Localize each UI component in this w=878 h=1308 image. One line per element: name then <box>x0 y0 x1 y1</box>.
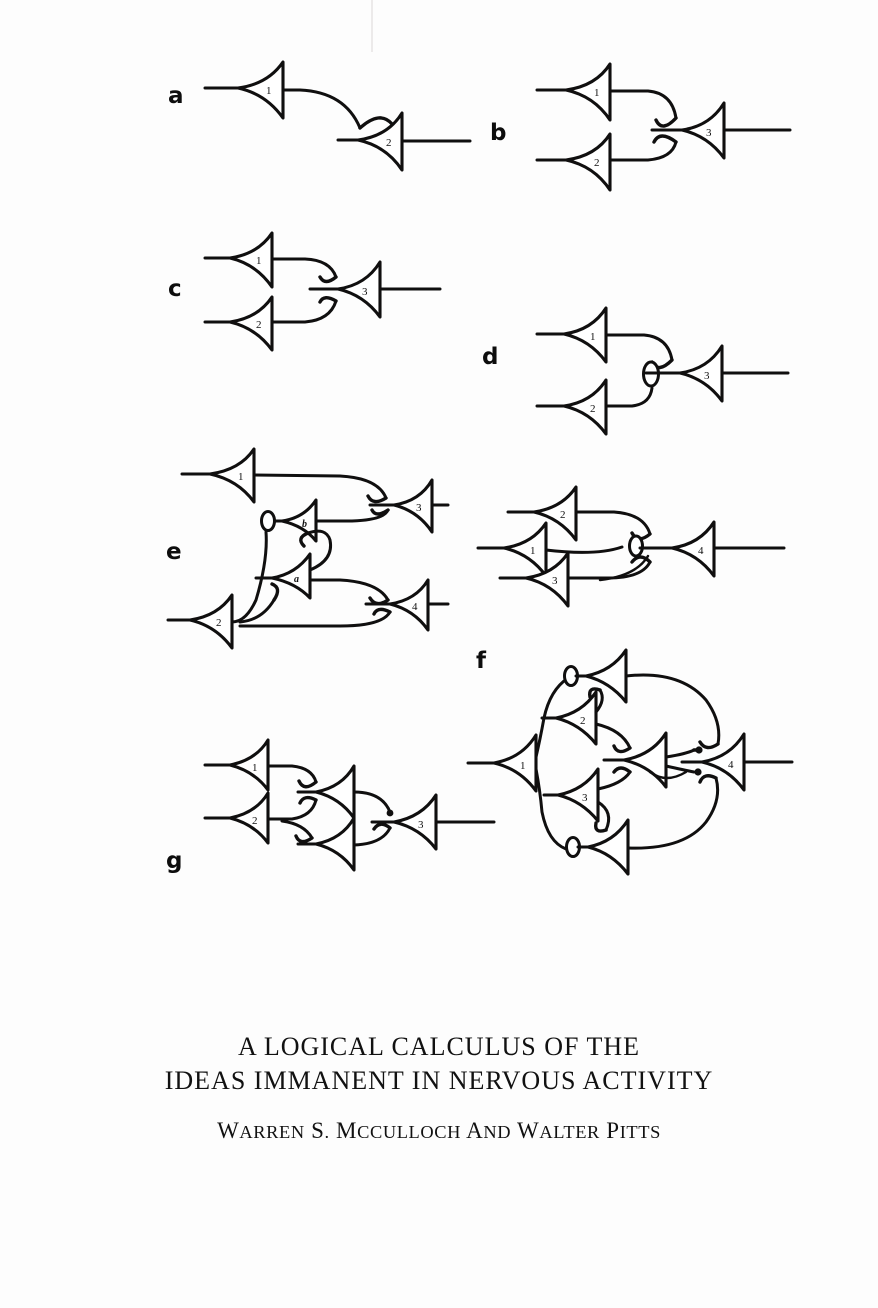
neuron-label-3: 3 <box>706 127 712 139</box>
neuron-c-3: 3 <box>308 260 442 319</box>
panel-f: f 1 <box>466 648 794 876</box>
panel-c: c 1 2 3 <box>168 231 442 352</box>
neuron-label-3: 3 <box>362 286 368 298</box>
paper-title-line-2: IDEAS IMMANENT IN NERVOUS ACTIVITY <box>164 1066 714 1095</box>
neuron-a-1: 1 <box>203 60 285 120</box>
inhibitory-ending-icon <box>260 510 276 532</box>
panel-label-f: f <box>476 648 487 674</box>
neuron-label-2: 2 <box>216 617 222 629</box>
neuron-label-2: 2 <box>590 403 596 415</box>
neuron-d-3: 3 <box>644 344 790 403</box>
neuron-f-mid <box>602 731 668 789</box>
neuron-g-3: 3 <box>370 793 496 851</box>
neuron-d-2: 2 <box>535 378 608 436</box>
neuron-label-1: 1 <box>238 471 244 483</box>
title-block: A LOGICAL CALCULUS OF THE IDEAS IMMANENT… <box>0 1030 878 1144</box>
neuron-g-upper <box>296 764 356 820</box>
neuron-label-2: 2 <box>256 319 262 331</box>
panel-label-g: g <box>166 848 182 874</box>
neuron-label-3: 3 <box>582 792 588 804</box>
neuron-label-4: 4 <box>728 759 734 771</box>
neuron-label-1: 1 <box>252 762 258 774</box>
neuron-d-1: 1 <box>535 306 608 364</box>
neural-net-figure: a 1 2 b <box>166 60 794 876</box>
neuron-e-4: 4 <box>364 578 450 632</box>
neuron-f-4: 4 <box>680 732 794 792</box>
neuron-label-2: 2 <box>560 509 566 521</box>
panel-label-e: e <box>166 539 182 565</box>
neuron-label-4: 4 <box>412 601 418 613</box>
inhibitory-ending-icon <box>628 534 644 558</box>
panel-d: d 1 2 <box>482 306 790 436</box>
panel-b: b 1 2 <box>490 62 792 192</box>
paper-authors: WARREN S. MCCULLOCH AND WALTER PITTS <box>217 1118 661 1143</box>
neuron-label-3: 3 <box>418 819 424 831</box>
neuron-e-3: 3 <box>368 478 450 534</box>
neuron-b-3: 3 <box>650 101 792 160</box>
neuron-label-3: 3 <box>416 502 422 514</box>
neuron-g-1: 1 <box>203 738 270 792</box>
neuron-f-2: 2 <box>540 690 598 746</box>
neuron-er-4: 4 <box>638 520 786 578</box>
neuron-c-2: 2 <box>203 295 274 352</box>
neuron-e-2: 2 <box>166 593 234 650</box>
neuron-label-a: a <box>294 574 299 585</box>
panel-label-d: d <box>482 344 498 370</box>
neuron-label-1: 1 <box>266 85 272 97</box>
panel-label-b: b <box>490 120 506 146</box>
panel-label-a: a <box>168 83 184 109</box>
neuron-a-2: 2 <box>336 111 472 172</box>
panel-e-right: 2 1 3 <box>476 485 786 608</box>
neuron-label-1: 1 <box>590 331 596 343</box>
neuron-g-2: 2 <box>203 791 270 845</box>
neuron-g-lower <box>296 816 356 872</box>
neuron-label-2: 2 <box>594 157 600 169</box>
neuron-label-1: 1 <box>530 545 536 557</box>
neuron-label-b: b <box>302 519 307 530</box>
neuron-c-1: 1 <box>203 231 274 289</box>
paper-title-line-1: A LOGICAL CALCULUS OF THE <box>237 1032 640 1061</box>
neuron-f-1: 1 <box>466 733 538 793</box>
panel-a: a 1 2 <box>168 60 472 172</box>
neuron-e-a: a <box>254 552 312 600</box>
neuron-label-3: 3 <box>704 370 710 382</box>
figure-diagram: a 1 2 b <box>166 60 794 876</box>
neuron-label-1: 1 <box>256 255 262 267</box>
panel-e: e 1 3 <box>166 447 450 650</box>
neuron-label-1: 1 <box>520 760 526 772</box>
neuron-e-b: b <box>280 498 318 543</box>
neuron-label-3: 3 <box>552 575 558 587</box>
neuron-b-1: 1 <box>535 62 612 122</box>
neuron-label-4: 4 <box>698 545 704 557</box>
panel-g: g 1 2 <box>166 738 496 874</box>
neuron-f-3: 3 <box>542 767 600 823</box>
scan-artifact <box>371 0 373 52</box>
neuron-label-2: 2 <box>386 137 392 149</box>
panel-label-c: c <box>168 276 182 302</box>
neuron-label-2: 2 <box>580 715 586 727</box>
neuron-er-1: 1 <box>476 521 548 578</box>
neuron-label-2: 2 <box>252 815 258 827</box>
neuron-e-1: 1 <box>180 447 256 504</box>
neuron-label-1: 1 <box>594 87 600 99</box>
neuron-b-2: 2 <box>535 132 612 192</box>
